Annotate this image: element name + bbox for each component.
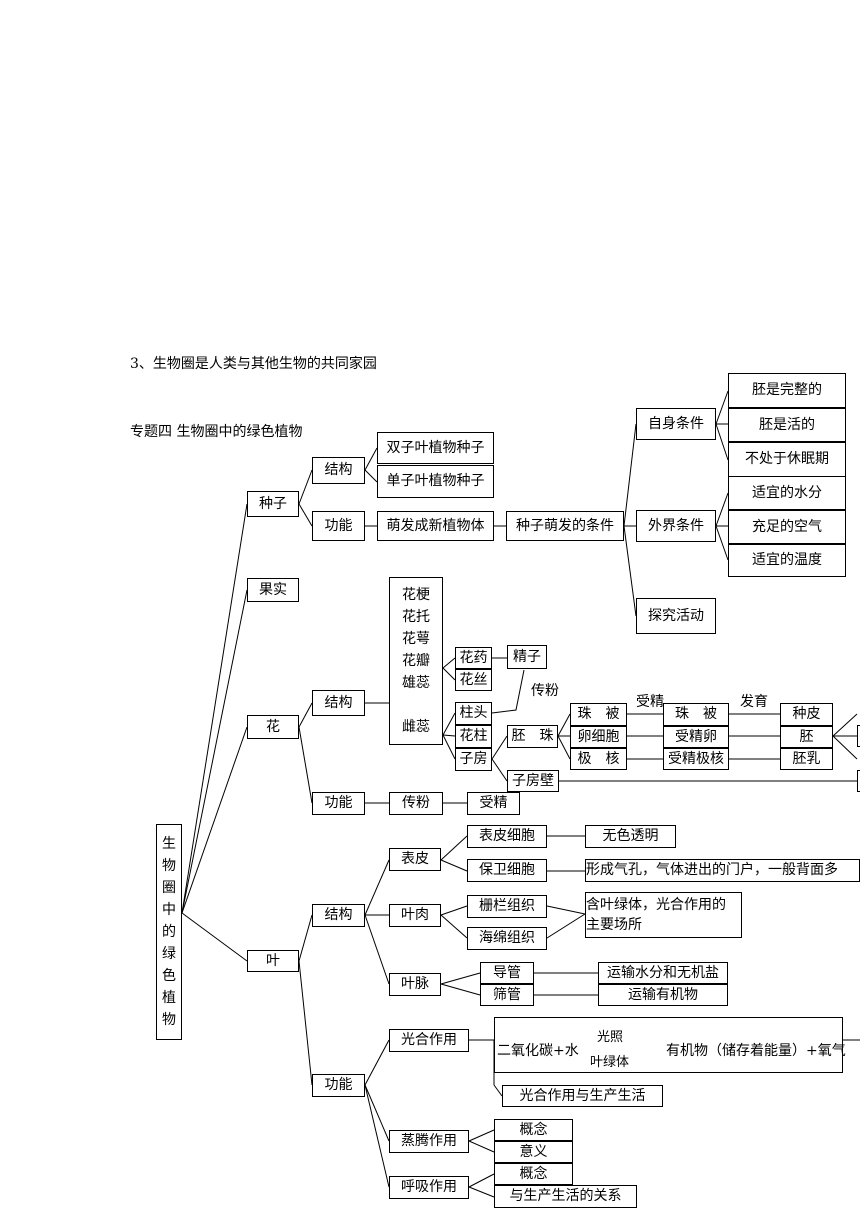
intact-embryo-node: 胚是完整的 (728, 373, 846, 408)
photosynthesis-node: 光合作用 (389, 1029, 469, 1052)
epidermis-node: 表皮 (389, 848, 441, 871)
leaf-structure-node: 结构 (312, 904, 365, 927)
dicot-seed-node: 双子叶植物种子 (377, 432, 494, 464)
sieve-tube-desc: 运输有机物 (598, 984, 728, 1006)
germination-conditions-node: 种子萌发的条件 (506, 511, 624, 541)
flower-structure-node: 结构 (312, 690, 365, 716)
epidermal-cell-node: 表皮细胞 (467, 825, 547, 848)
integument-after-node: 珠 被 (663, 703, 729, 726)
flower-part: 花梗 (402, 587, 430, 603)
endosperm-node: 胚乳 (780, 748, 833, 770)
monocot-seed-node: 单子叶植物种子 (377, 465, 494, 498)
anther-node: 花药 (455, 647, 492, 669)
sieve-tube-node: 筛管 (480, 984, 534, 1006)
filament-node: 花丝 (455, 669, 492, 691)
external-conditions-node: 外界条件 (636, 510, 716, 542)
integument-node: 珠 被 (570, 703, 627, 726)
embryo-node: 胚 (780, 726, 833, 748)
equation-right: 有机物（储存着能量）+氧气 (666, 1043, 846, 1059)
air-node: 充足的空气 (728, 510, 846, 544)
equation-condition-light: 光照 (597, 1030, 624, 1045)
fertilization-node: 受精 (467, 792, 520, 815)
seed-result-node (857, 725, 860, 747)
fertilization-label: 受精 (636, 694, 664, 710)
root-char: 植 (162, 990, 176, 1006)
root-char: 中 (162, 902, 176, 918)
spongy-node: 海绵组织 (467, 927, 547, 950)
not-dormant-node: 不处于休眠期 (728, 442, 846, 477)
mesophyll-node: 叶肉 (389, 904, 441, 927)
flower-part: 花萼 (402, 631, 430, 647)
stigma-node: 柱头 (455, 702, 492, 725)
ovule-node: 胚 珠 (507, 725, 558, 748)
transpiration-concept-node: 概念 (494, 1119, 573, 1141)
flower-node: 花 (247, 715, 299, 739)
root-char: 绿 (162, 946, 176, 962)
palisade-node: 栅栏组织 (467, 895, 547, 918)
ovary-node: 子房 (455, 748, 492, 771)
water-node: 适宜的水分 (728, 476, 846, 510)
mesophyll-desc-line: 含叶绿体，光合作用的 (586, 897, 726, 913)
leaf-function-node: 功能 (312, 1074, 365, 1097)
fruit-result-node (857, 770, 860, 792)
flower-function-node: 功能 (312, 792, 365, 815)
seed-structure-node: 结构 (312, 457, 365, 484)
root-char: 生 (162, 836, 176, 852)
transpiration-meaning-node: 意义 (494, 1141, 573, 1163)
germinate-node: 萌发成新植物体 (377, 511, 494, 541)
seed-node: 种子 (247, 491, 299, 517)
fertilized-polar-node: 受精极核 (663, 748, 729, 770)
mesophyll-desc-line: 主要场所 (586, 917, 642, 933)
pollination-node: 传粉 (389, 792, 443, 815)
respiration-node: 呼吸作用 (389, 1176, 469, 1199)
mesophyll-desc: 含叶绿体，光合作用的 主要场所 (585, 892, 742, 938)
vessel-node: 导管 (480, 962, 534, 984)
seed-function-node: 功能 (312, 511, 365, 541)
topic-heading: 专题四 生物圈中的绿色植物 (130, 424, 303, 440)
guard-cell-desc: 形成气孔，气体进出的门户，一般背面多 (585, 859, 860, 882)
development-label: 发育 (740, 694, 768, 710)
flower-part: 花托 (402, 609, 430, 625)
temperature-node: 适宜的温度 (728, 544, 846, 577)
seed-coat-node: 种皮 (780, 703, 833, 726)
epidermal-cell-desc: 无色透明 (585, 825, 676, 848)
ovary-wall-node: 子房壁 (507, 770, 559, 792)
flower-part: 花瓣 (402, 653, 430, 669)
flower-part: 雄蕊 (402, 675, 430, 691)
living-embryo-node: 胚是活的 (728, 408, 846, 442)
root-char: 色 (162, 968, 176, 984)
polar-nuclei-node: 极 核 (570, 748, 627, 770)
equation-condition-chloroplast: 叶绿体 (590, 1055, 630, 1070)
leaf-node: 叶 (247, 950, 299, 972)
respiration-concept-node: 概念 (494, 1163, 573, 1185)
flower-parts-node: 花梗 花托 花萼 花瓣 雄蕊 雌蕊 (389, 577, 443, 745)
root-char: 圈 (162, 880, 176, 896)
flower-part: 雌蕊 (402, 719, 430, 735)
pollination-label: 传粉 (531, 683, 559, 699)
equation-left: 二氧化碳+水 (497, 1043, 579, 1059)
root-node: 生 物 圈 中 的 绿 色 植 物 (156, 824, 182, 1040)
root-char: 物 (162, 1012, 176, 1028)
internal-conditions-node: 自身条件 (636, 408, 716, 440)
root-char: 物 (162, 858, 176, 874)
egg-cell-node: 卵细胞 (570, 726, 627, 748)
photosynthesis-equation-box (494, 1017, 843, 1073)
explore-activity-node: 探究活动 (636, 598, 716, 634)
vessel-desc: 运输水分和无机盐 (598, 962, 728, 984)
respiration-life-node: 与生产生活的关系 (494, 1185, 637, 1208)
zygote-node: 受精卵 (663, 726, 729, 748)
section-heading: 3、生物圈是人类与其他生物的共同家园 (130, 356, 377, 372)
sperm-node: 精子 (507, 645, 547, 669)
transpiration-node: 蒸腾作用 (389, 1130, 469, 1153)
photosynthesis-life-node: 光合作用与生产生活 (502, 1085, 663, 1107)
fruit-node: 果实 (247, 578, 299, 602)
style-node: 花柱 (455, 725, 492, 748)
vein-node: 叶脉 (389, 973, 441, 996)
root-char: 的 (162, 924, 176, 940)
guard-cell-node: 保卫细胞 (467, 859, 547, 882)
